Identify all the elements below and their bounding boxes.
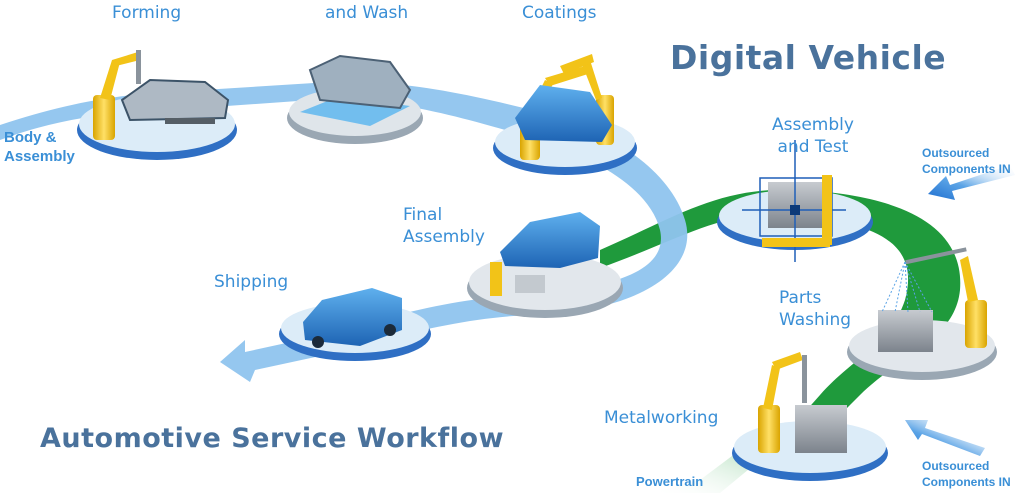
digital-vehicle-title: Digital Vehicle (670, 38, 947, 77)
car-body-icon (515, 85, 612, 142)
car-body-icon (120, 78, 230, 124)
arrow-icon (928, 165, 1015, 200)
engine-block-icon (742, 140, 846, 262)
arrow-icon (905, 420, 985, 456)
label-final-assembly: Final Assembly (403, 205, 485, 247)
label-outsourced-top: Outsourced Components IN (922, 146, 1011, 176)
label-body-assembly: Body & Assembly (4, 129, 75, 165)
label-shipping: Shipping (214, 272, 289, 292)
powertrain-path (600, 189, 961, 493)
workflow-title: Automotive Service Workflow (40, 423, 505, 454)
label-coatings: Coatings (522, 3, 597, 23)
robot-arm-icon (93, 50, 141, 140)
robot-arm-icon (905, 247, 987, 348)
engine-block-icon (878, 261, 933, 352)
label-metalworking: Metalworking (604, 408, 719, 428)
label-powertrain: Powertrain (636, 474, 704, 489)
car-icon (303, 288, 402, 348)
label-assembly-test: Assembly and Test (772, 115, 854, 157)
label-and-wash: and Wash (325, 3, 409, 23)
car-body-icon (308, 54, 412, 110)
engine-block-icon (795, 405, 847, 453)
car-icon (490, 212, 600, 296)
label-forming: Forming (112, 3, 182, 23)
label-outsourced-bottom: Outsourced Components IN (922, 459, 1011, 489)
robot-arm-icon (758, 352, 807, 453)
label-parts-washing: Parts Washing (779, 288, 852, 330)
